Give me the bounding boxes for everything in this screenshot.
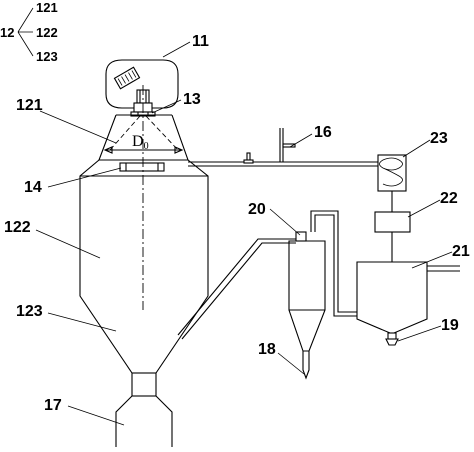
- motor-window-icon: [113, 66, 141, 90]
- scrubber-21: 21 19: [356, 243, 470, 346]
- cyclone-scrubber-duct: [310, 210, 357, 317]
- tower-cyclone-duct: [177, 238, 296, 340]
- leader-121: [39, 110, 117, 144]
- valve-16: 16: [279, 124, 332, 162]
- leader-21: [411, 251, 453, 269]
- leader-17: [67, 405, 125, 426]
- label-11: 11: [192, 33, 209, 50]
- collector-body: [115, 395, 173, 447]
- cyclone-outline: [288, 240, 326, 352]
- drain-valve-19: [385, 338, 399, 346]
- legend-label-122: 122: [36, 25, 58, 40]
- label-18: 18: [258, 341, 276, 358]
- label-20: 20: [248, 201, 266, 218]
- leader-14: [47, 167, 122, 188]
- label-19: 19: [441, 317, 459, 334]
- scrubber-outline: [356, 261, 428, 334]
- motor-11: 11: [105, 33, 209, 109]
- legend-branch-lines: [17, 7, 34, 57]
- leader-16: [289, 133, 313, 148]
- tower-body: 122 123: [4, 85, 209, 374]
- label-121: 121: [16, 97, 43, 114]
- scrubber-drain: [387, 332, 397, 340]
- leader-123: [47, 312, 117, 332]
- label-d0: D0: [132, 133, 149, 152]
- label-17: 17: [44, 397, 62, 414]
- heater-coil-icon: [379, 157, 403, 187]
- heater-box: [377, 154, 407, 192]
- motor-housing: [105, 59, 179, 109]
- distributor-plate: [119, 162, 165, 172]
- cyclone-20: 20 18: [248, 201, 326, 380]
- legend-label-121: 121: [36, 0, 58, 15]
- tower-top-cone: D0 121: [16, 97, 189, 161]
- label-22: 22: [440, 190, 458, 207]
- heater-23: 23: [377, 130, 448, 212]
- legend-group: 121 12 122 123: [0, 0, 58, 64]
- leader-13: [151, 99, 182, 114]
- leader-22: [407, 199, 441, 218]
- air-distributor-14: 14: [24, 162, 165, 196]
- leader-122: [35, 229, 101, 259]
- leader-23: [402, 139, 431, 158]
- fan-box: [374, 211, 411, 233]
- tower-outline: [79, 159, 209, 374]
- outlet-neck: [131, 372, 157, 397]
- legend-label-12: 12: [0, 25, 14, 40]
- label-122: 122: [4, 219, 31, 236]
- label-21: 21: [452, 243, 470, 260]
- label-14: 14: [24, 179, 42, 196]
- leader-20: [269, 208, 301, 236]
- legend-label-123: 123: [36, 49, 58, 64]
- label-123: 123: [16, 303, 43, 320]
- label-13: 13: [183, 91, 201, 108]
- leader-18: [277, 352, 305, 375]
- leader-19: [397, 325, 442, 342]
- label-23: 23: [430, 130, 448, 147]
- leader-11: [162, 41, 191, 58]
- cyclone-discharge-18: [302, 351, 310, 380]
- fan-22: 22: [374, 190, 458, 262]
- valve-handle: [282, 143, 296, 148]
- collector-17: 17: [44, 372, 173, 447]
- sensor-base: [243, 159, 254, 164]
- label-16: 16: [314, 124, 332, 141]
